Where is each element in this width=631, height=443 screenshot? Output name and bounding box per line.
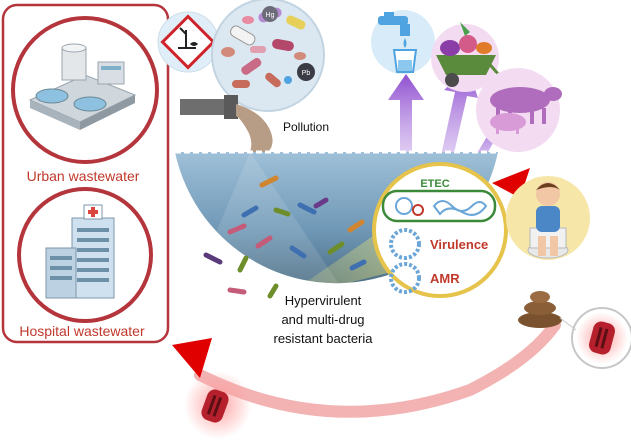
bacteria-label-line1: Hypervirulent	[285, 293, 362, 308]
hospital-wastewater-group: Hospital wastewater	[17, 187, 153, 339]
discharge-pipe-icon	[180, 95, 273, 152]
plasmid-icon	[395, 197, 424, 216]
pollution-label: Pollution	[283, 120, 329, 134]
virulence-label: Virulence	[430, 237, 488, 252]
etec-label: ETEC	[420, 178, 449, 190]
bacteria-cluster	[203, 175, 367, 299]
flow-arrow-left	[172, 338, 212, 378]
livestock-icon	[476, 68, 562, 152]
bacterium-icon	[201, 389, 229, 423]
hospital-building-icon	[45, 204, 115, 299]
urban-wastewater-group: Urban wastewater	[11, 16, 159, 184]
urban-wastewater-label: Urban wastewater	[27, 168, 140, 184]
bacteria-label-line3: resistant bacteria	[274, 331, 374, 346]
bacterium-zoom-circle	[559, 307, 631, 369]
recirculation-path	[194, 319, 561, 418]
feces-icon	[518, 291, 562, 328]
urban-treatment-plant-icon	[28, 43, 137, 130]
etec-zoom-circle: ETEC Virulence AMR	[372, 162, 508, 298]
sick-child-toilet-icon	[506, 176, 590, 260]
hospital-wastewater-label: Hospital wastewater	[19, 323, 145, 339]
pb-label: Pb	[302, 70, 311, 77]
hazard-sign-icon	[157, 11, 219, 73]
pollution-bubble: Hg Pb	[211, 0, 325, 112]
bacteria-label-line2: and multi-drug	[281, 312, 364, 327]
water-tap-icon	[371, 10, 435, 74]
amr-label: AMR	[430, 271, 460, 286]
hg-label: Hg	[266, 12, 275, 19]
pollutant-pills-icon	[221, 7, 306, 88]
